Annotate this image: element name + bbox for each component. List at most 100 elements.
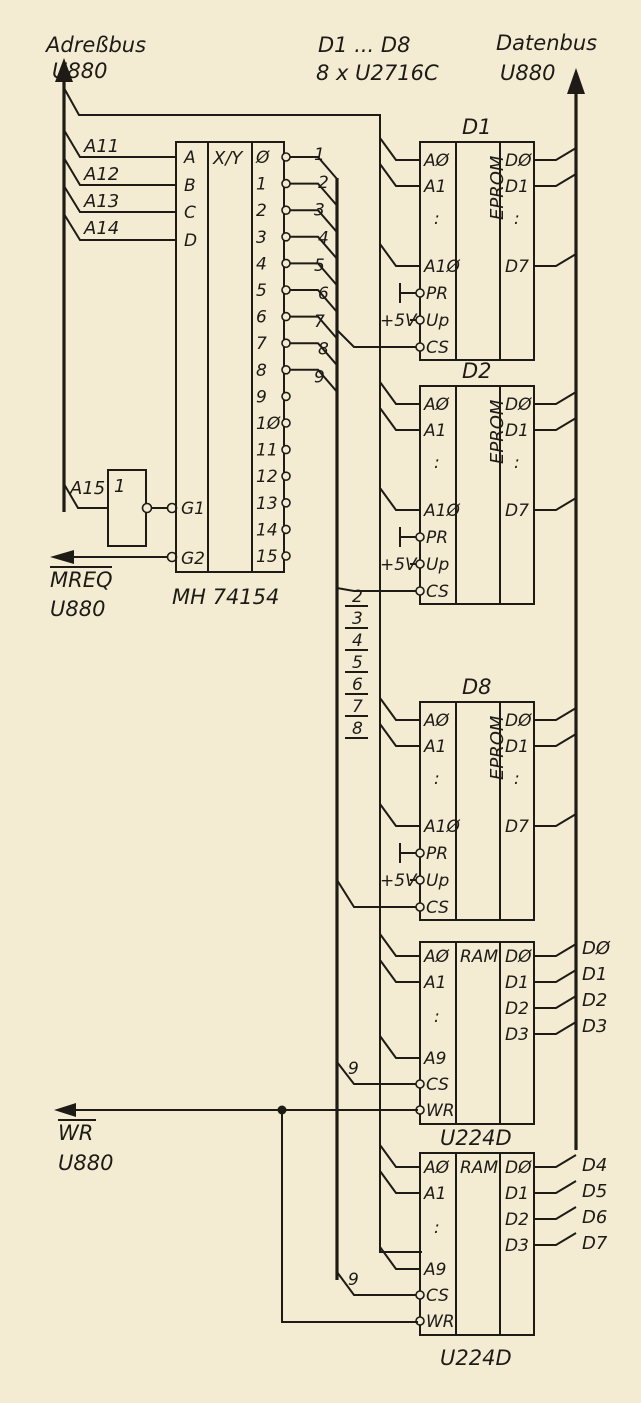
cs-bundle-label: 2 xyxy=(352,587,363,607)
ram-addr-wire xyxy=(379,959,420,983)
ram-data-wire xyxy=(534,1232,577,1246)
eprom-ctrl-pin: CS xyxy=(426,582,449,602)
ram-name: U224D xyxy=(440,1346,512,1370)
eprom-name: D8 xyxy=(462,675,492,699)
cs-line xyxy=(290,156,338,180)
eprom-ctrl-bubble xyxy=(415,902,425,912)
eprom-name: D1 xyxy=(462,115,492,139)
decoder-output-bubble xyxy=(281,471,291,482)
address-bus-label: Adreßbus xyxy=(44,33,146,57)
decoder-output-bubble xyxy=(281,551,291,561)
cs-line-label: 8 xyxy=(318,340,329,360)
cs-line-label: 3 xyxy=(314,201,325,221)
cs-line xyxy=(290,289,338,313)
address-bus: Adreßbus U880 xyxy=(44,33,422,1253)
ram-data-pin: D1 xyxy=(505,973,529,993)
eprom-addr-wire xyxy=(379,163,420,187)
inverter-bubble xyxy=(141,502,153,514)
decoder-output-pin: 11 xyxy=(256,441,278,461)
eprom-addr-wire xyxy=(379,487,420,511)
ram-bus-bit-label: DØ xyxy=(582,938,611,959)
ram-bus-bit-label: D7 xyxy=(582,1233,608,1254)
eprom-data-pin: D7 xyxy=(505,501,529,521)
ram-bus-bit-label: D3 xyxy=(582,1016,607,1037)
ram-addr-wire xyxy=(379,1144,420,1168)
eprom-addr-pin: A1 xyxy=(423,177,446,197)
cs-line-label: 4 xyxy=(318,228,329,248)
eprom-addr-dots: : xyxy=(434,209,440,229)
eprom-pr-tie xyxy=(399,527,416,547)
wr-cpu: U880 xyxy=(58,1151,113,1175)
ram-addr-wire xyxy=(379,1035,420,1059)
ram-ctrl-pin: CS xyxy=(426,1075,449,1095)
eprom-type: EPROM xyxy=(487,155,508,220)
address-lines: A11 A12 A13 A14 xyxy=(63,129,176,241)
ram-data-wire xyxy=(534,1206,577,1220)
eprom-data-pin: DØ xyxy=(505,395,532,415)
decoder-output-bubble xyxy=(281,311,291,322)
ram-addr-pin: A9 xyxy=(423,1260,446,1280)
eprom-pr-tie xyxy=(399,843,416,863)
decoder-input-pin: D xyxy=(184,231,197,251)
eprom-dividers xyxy=(455,702,501,920)
ram-addr-dots: : xyxy=(434,1218,440,1238)
decoder-output-bubble xyxy=(281,338,291,349)
data-bus-cpu: U880 xyxy=(500,61,555,85)
chips-range: D1 ... D8 xyxy=(318,33,410,57)
decoder-output-bubble xyxy=(281,364,291,375)
eprom-ctrl-bubble xyxy=(415,315,425,325)
eprom-addr-pin: A1Ø xyxy=(423,257,460,277)
cs-bundle-label: 8 xyxy=(352,719,363,739)
cs-line xyxy=(290,368,338,393)
ram-bus-bit-label: D2 xyxy=(582,990,607,1011)
cs-line xyxy=(290,342,338,366)
eprom-dividers xyxy=(455,386,501,604)
eprom-data-dots: : xyxy=(514,769,520,789)
eprom-data-wire xyxy=(534,147,577,161)
line-a15 xyxy=(63,483,108,509)
ram-cs-wire xyxy=(336,1061,416,1085)
ram-addr-pin: A1 xyxy=(423,1184,446,1204)
decoder-function: X/Y xyxy=(212,148,244,169)
ram-addr-pin: A9 xyxy=(423,1049,446,1069)
decoder-output-pin: 7 xyxy=(256,334,267,354)
eprom-data-wire xyxy=(534,813,577,827)
eprom-cs-wire xyxy=(336,879,416,908)
decoder-output-bubble xyxy=(281,152,291,162)
label-a15: A15 xyxy=(69,478,105,499)
mreq-cpu: U880 xyxy=(50,597,105,621)
ram-data-pin: D1 xyxy=(505,1184,529,1204)
cs-line xyxy=(290,315,338,340)
ram-data-wire xyxy=(534,1154,577,1168)
ram-addr-wire xyxy=(379,1170,420,1194)
ram-dividers xyxy=(455,1153,501,1335)
cs-bundle-label: 6 xyxy=(352,675,363,695)
cs-line-label: 6 xyxy=(318,284,329,304)
eprom-addr-wire xyxy=(379,723,420,747)
decoder-output-bubble xyxy=(281,178,291,189)
eprom-supply: +5V xyxy=(380,871,418,891)
eprom-body xyxy=(419,141,535,361)
ram-data-pin: D3 xyxy=(505,1236,529,1256)
decoder-output-bubble xyxy=(281,232,291,242)
wr-branch xyxy=(281,1110,418,1323)
eprom-ctrl-pin: CS xyxy=(426,338,449,358)
mreq-signal: MREQ xyxy=(50,568,113,592)
cs-line-label: 1 xyxy=(314,145,325,165)
ram-name: U224D xyxy=(440,1126,512,1150)
decoder-input-pin: B xyxy=(184,176,196,196)
ram-addr-dots: : xyxy=(434,1007,440,1027)
label-a11: A11 xyxy=(83,136,119,157)
eprom-name: D2 xyxy=(462,359,492,383)
line-a13 xyxy=(63,185,176,213)
eprom-addr-dots: : xyxy=(434,769,440,789)
ram-cs-wire xyxy=(336,1271,416,1296)
eprom-addr-wire xyxy=(379,381,420,405)
